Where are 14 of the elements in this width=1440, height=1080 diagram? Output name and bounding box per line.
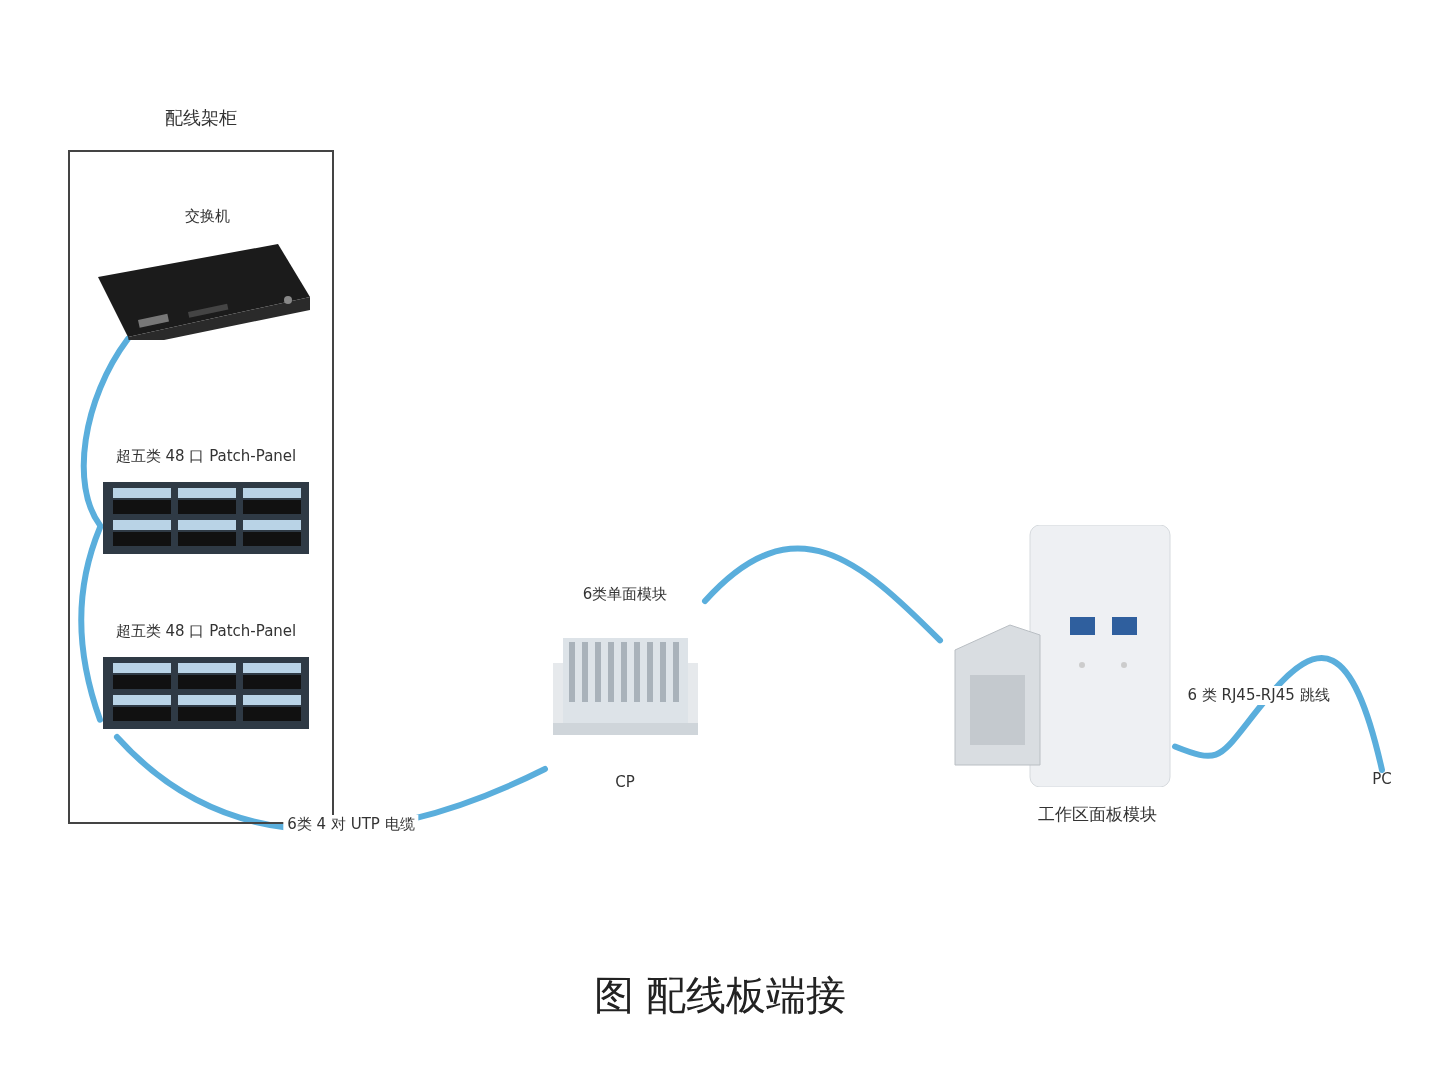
node-label: 工作区面板模块 bbox=[1038, 804, 1157, 824]
node-label: 超五类 48 口 Patch-Panel bbox=[115, 622, 297, 641]
cable-line bbox=[78, 524, 103, 723]
edge-label: 6类 4 对 UTP 电缆 bbox=[283, 815, 419, 834]
node-label: PC bbox=[1372, 770, 1392, 789]
cable-line bbox=[1172, 655, 1385, 773]
caption: 图 配线板端接 bbox=[593, 971, 847, 1020]
cable-line bbox=[80, 336, 131, 529]
node-label: 6类单面模块 bbox=[582, 585, 668, 604]
cable-line bbox=[702, 546, 943, 644]
node-label: 超五类 48 口 Patch-Panel bbox=[115, 447, 297, 466]
node-label: 配线架柜 bbox=[165, 107, 237, 130]
node-label: 交换机 bbox=[184, 207, 230, 226]
node-label: CP bbox=[615, 772, 635, 791]
